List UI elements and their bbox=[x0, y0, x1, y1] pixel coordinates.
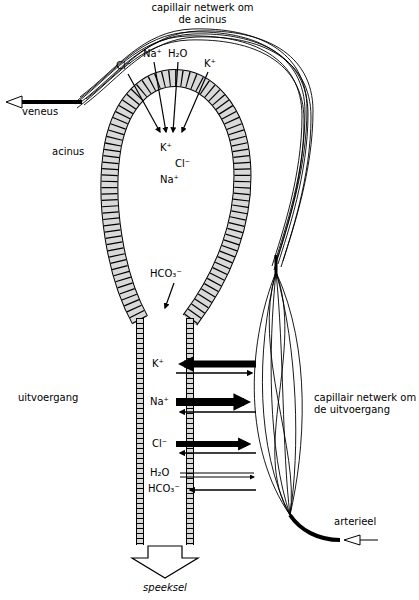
ion-arrow bbox=[176, 441, 246, 447]
output-label: speeksel bbox=[125, 582, 205, 594]
cell-border bbox=[109, 78, 242, 320]
ion-arrow bbox=[180, 411, 256, 412]
water-arrow bbox=[180, 473, 254, 474]
ion-label: Cl⁻ bbox=[175, 158, 199, 170]
duct-wall bbox=[140, 318, 190, 545]
capillary bbox=[276, 272, 296, 515]
vessel-label: veneus bbox=[22, 106, 82, 118]
cell-border bbox=[140, 318, 190, 545]
ion-arrow bbox=[176, 398, 244, 406]
flow-arrow bbox=[344, 535, 360, 545]
capillary-network bbox=[254, 272, 302, 515]
ion-label: K⁺ bbox=[152, 358, 176, 370]
capillary bbox=[269, 272, 291, 515]
ion-label: K⁺ bbox=[160, 142, 184, 154]
cell-layer bbox=[109, 78, 242, 320]
vein bbox=[22, 100, 82, 104]
ion-label: Na⁺ bbox=[160, 174, 184, 186]
cell-layer bbox=[140, 318, 190, 545]
ion-arrow bbox=[165, 283, 174, 308]
ion-label: H₂O bbox=[168, 48, 198, 60]
ion-label: Na⁺ bbox=[150, 396, 176, 408]
water-arrow bbox=[180, 477, 254, 478]
ion-arrow bbox=[190, 489, 256, 490]
ion-arrow bbox=[180, 452, 256, 453]
ion-arrow bbox=[184, 361, 256, 368]
cell-layer bbox=[109, 78, 242, 320]
ion-arrow bbox=[128, 74, 160, 132]
capillary bbox=[276, 272, 302, 515]
ion-arrow bbox=[176, 372, 252, 373]
transport-arrows bbox=[176, 364, 256, 490]
part-label: acinus bbox=[52, 146, 102, 158]
flow-arrow bbox=[360, 540, 378, 541]
ion-label: K⁺ bbox=[204, 58, 228, 70]
capillary bbox=[262, 272, 290, 515]
flow-arrow bbox=[6, 96, 22, 108]
ion-arrow bbox=[154, 62, 166, 132]
ion-label: HCO₃⁻ bbox=[150, 268, 194, 280]
ion-label: HCO₃⁻ bbox=[148, 483, 188, 495]
outflow-arrow bbox=[132, 546, 198, 578]
ion-label: Cl⁻ bbox=[116, 60, 140, 72]
ion-arrow bbox=[182, 72, 208, 132]
capillary bbox=[276, 272, 290, 515]
part-label: uitvoergang bbox=[18, 392, 108, 404]
cell-layer bbox=[140, 318, 190, 545]
artery bbox=[290, 515, 340, 540]
ion-label: H₂O bbox=[150, 467, 180, 479]
capillary bbox=[275, 272, 290, 515]
secretion-arrows bbox=[128, 62, 208, 308]
acinus-wall bbox=[109, 78, 242, 320]
ion-arrow bbox=[173, 62, 178, 132]
network-label: capillair netwerk om de acinus bbox=[150, 2, 255, 26]
vessel-label: arterieel bbox=[334, 516, 414, 528]
capillary bbox=[271, 272, 290, 515]
network-label: capillair netwerk om de uitvoergang bbox=[314, 392, 418, 416]
ion-label: Cl⁻ bbox=[152, 438, 176, 450]
ion-label: Na⁺ bbox=[143, 48, 167, 60]
